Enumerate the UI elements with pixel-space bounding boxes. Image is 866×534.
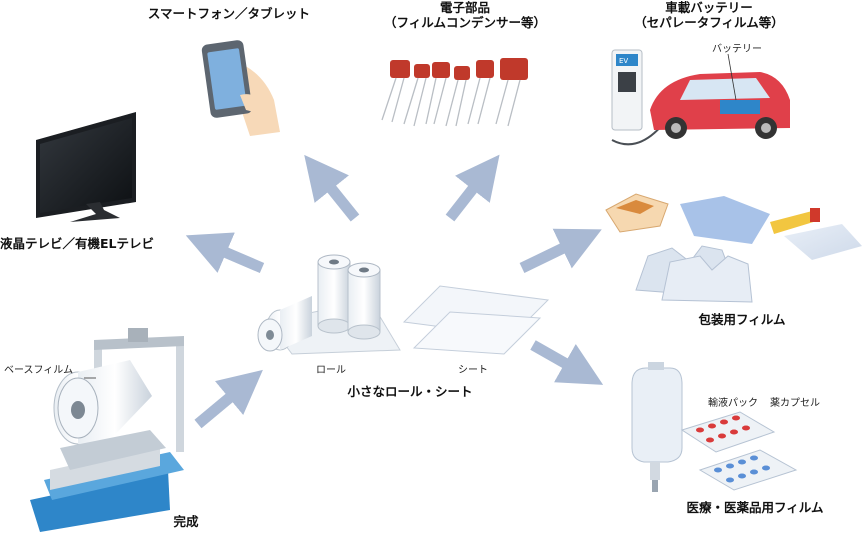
blister-blue: [698, 449, 798, 491]
sheets-illustration: [402, 285, 550, 355]
battery-label-line1: 車載バッテリー: [665, 0, 753, 15]
medical-illustration: [631, 362, 798, 492]
arrow-to-battery: [519, 228, 602, 273]
roll-label: ロール: [316, 365, 346, 376]
sheet-label: シート: [458, 365, 488, 376]
electronic-parts-label-line1: 電子部品: [439, 0, 490, 15]
infusion-bag-label: 輸液パック: [708, 398, 758, 409]
arrow-to-tv: [185, 232, 265, 274]
blister-pack-label: 薬カプセル: [770, 398, 820, 409]
arrow-to-medical: [530, 340, 604, 385]
battery-callout: バッテリー: [712, 44, 762, 55]
arrow-from-machine: [194, 369, 263, 429]
smartphone-label: スマートフォン／タブレット: [147, 6, 311, 21]
complete-label: 完成: [173, 514, 199, 529]
arrow-to-electronic: [445, 154, 500, 222]
electronic-parts-label: 電子部品 （フィルムコンデンサー等）: [372, 0, 558, 30]
film-machine-illustration: [30, 328, 184, 532]
tv-label: 液晶テレビ／有機ELテレビ: [0, 236, 155, 251]
medical-label: 医療・医薬品用フィルム: [686, 500, 824, 515]
packaging-illustration: [605, 193, 862, 303]
center-title: 小さなロール・シート: [347, 384, 473, 399]
ev-car-illustration: EV: [611, 49, 790, 146]
smartphone-illustration: [201, 40, 280, 136]
small-rolls-illustration: [257, 254, 401, 355]
blister-red: [680, 411, 776, 453]
packaging-label: 包装用フィルム: [698, 312, 786, 327]
capacitors-illustration: [381, 58, 528, 127]
electronic-parts-label-line2: （フィルムコンデンサー等）: [383, 15, 546, 30]
svg-text:EV: EV: [619, 57, 628, 65]
battery-label-line2: （セパレータフィルム等）: [634, 15, 784, 30]
battery-label: 車載バッテリー （セパレータフィルム等）: [620, 0, 798, 30]
base-film-label: ベースフィルム: [4, 365, 74, 376]
arrow-to-smartphone: [304, 154, 360, 222]
tv-illustration: [36, 112, 136, 222]
